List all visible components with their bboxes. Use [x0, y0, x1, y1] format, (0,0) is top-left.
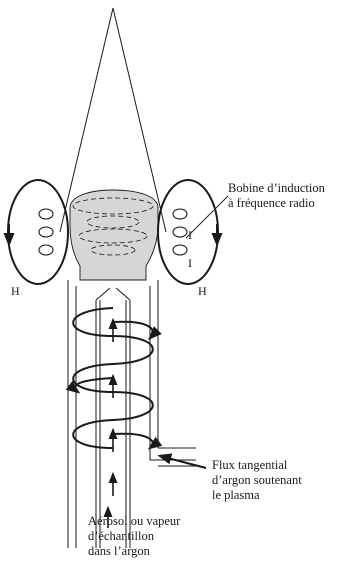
coil-label: Bobine d’induction à fréquence radio — [228, 181, 325, 211]
torch-tubes — [68, 280, 196, 548]
coil-label-line2: à fréquence radio — [228, 196, 325, 211]
aerosol-label-line3: dans l’argon — [88, 544, 180, 559]
aerosol-label: Aérosol ou vapeur d’échantillon dans l’a… — [88, 514, 180, 559]
current-symbol-upper: I — [188, 228, 192, 243]
tangential-flow-label: Flux tangential d’argon soutenant le pla… — [212, 458, 302, 503]
coil-leader-line — [186, 196, 228, 238]
coil-label-line1: Bobine d’induction — [228, 181, 325, 196]
tangential-label-line1: Flux tangential — [212, 458, 302, 473]
aerosol-flow-arrows — [108, 320, 113, 528]
field-symbol-right: H — [198, 284, 207, 299]
current-symbol-lower: I — [188, 256, 192, 271]
aerosol-label-line1: Aérosol ou vapeur — [88, 514, 180, 529]
field-symbol-left: H — [11, 284, 20, 299]
plasma-glow — [70, 190, 158, 280]
tangential-label-line2: d’argon soutenant — [212, 473, 302, 488]
aerosol-label-line2: d’échantillon — [88, 529, 180, 544]
tangential-label-line3: le plasma — [212, 488, 302, 503]
